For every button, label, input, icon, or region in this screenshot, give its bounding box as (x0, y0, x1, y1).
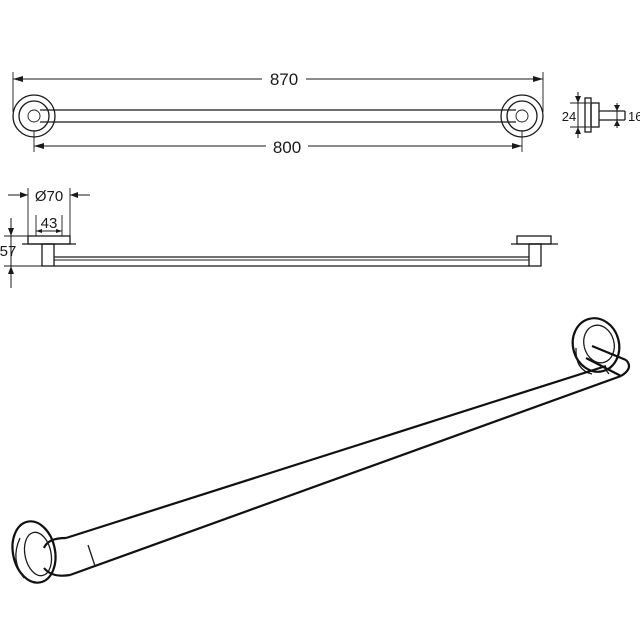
isometric-view (11, 317, 631, 584)
dimension-rosette-depth: 43 (35, 215, 63, 236)
iso-right-rosette (571, 317, 621, 375)
dimension-center-distance: 800 (33, 130, 523, 157)
dimension-projection: 57 (0, 218, 42, 288)
dimension-bar-diameter: 16 (614, 103, 640, 128)
dimension-overall-length: 870 (12, 68, 544, 112)
iso-left-rosette (11, 520, 57, 584)
side-view: 24 16 (562, 92, 640, 138)
towel-bar-plan (54, 256, 529, 267)
iso-towel-bar (65, 364, 622, 577)
overall-length-label: 870 (270, 70, 298, 89)
dimension-rosette-height: 24 (562, 92, 590, 138)
rosette-height-label: 24 (562, 109, 576, 124)
towel-bar-front (40, 109, 516, 123)
right-flange (511, 235, 558, 267)
rosette-depth-label: 43 (41, 215, 58, 232)
front-view: 870 800 (12, 68, 544, 157)
dimension-rosette-diameter: Ø70 (8, 188, 90, 236)
bar-diameter-label: 16 (628, 109, 640, 124)
rosette-diameter-label: Ø70 (35, 188, 63, 205)
left-flange (22, 235, 76, 267)
plan-view: Ø70 43 57 (0, 188, 558, 288)
center-distance-label: 800 (273, 138, 301, 157)
projection-label: 57 (0, 243, 16, 260)
